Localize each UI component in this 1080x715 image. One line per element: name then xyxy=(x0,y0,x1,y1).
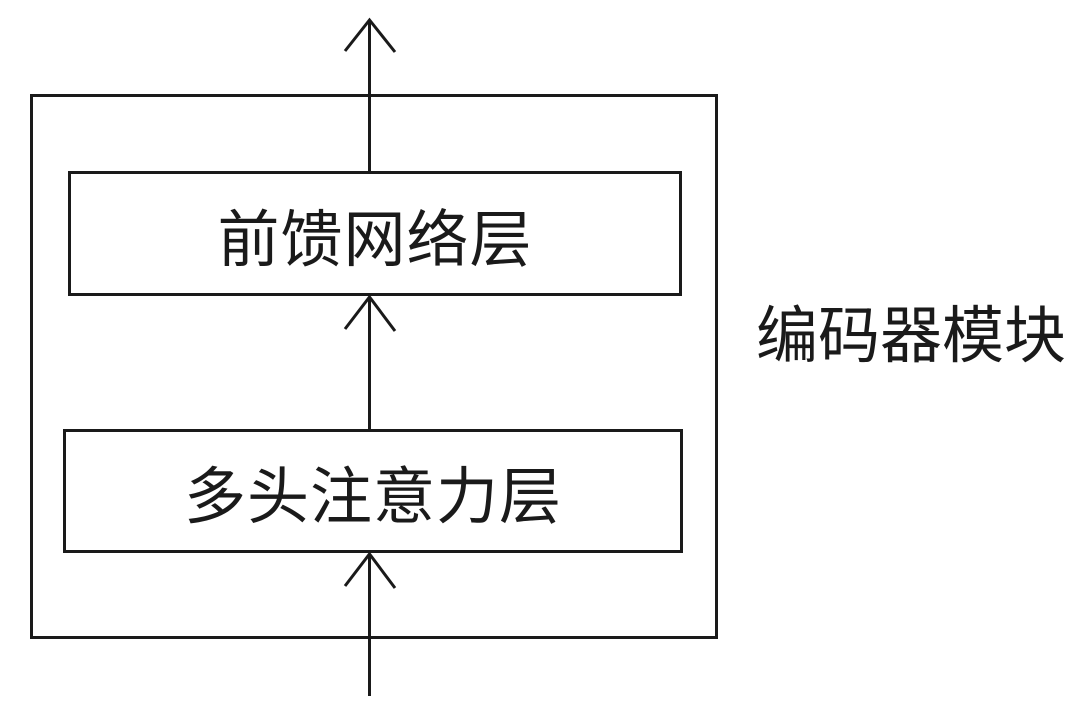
multi-head-attention-layer-label: 多头注意力层 xyxy=(183,463,562,532)
feed-forward-layer-box: 前馈网络层 xyxy=(68,171,682,296)
multi-head-attention-layer-box: 多头注意力层 xyxy=(63,429,683,553)
encoder-module-box xyxy=(30,94,718,639)
feed-forward-layer-label: 前馈网络层 xyxy=(217,205,533,275)
encoder-module-label: 编码器模块 xyxy=(756,302,1067,371)
